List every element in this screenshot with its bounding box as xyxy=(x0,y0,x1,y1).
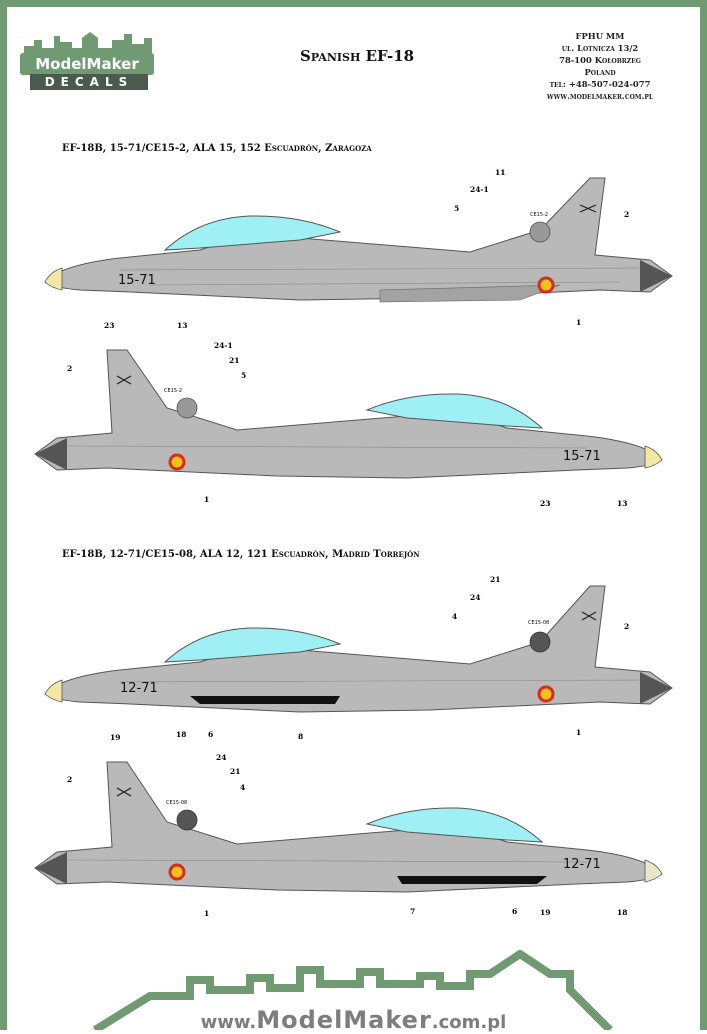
address-block: FPHU MM ul. Lotnicza 13/2 78-100 Kołobrz… xyxy=(515,30,685,102)
address-line: ul. Lotnicza 13/2 xyxy=(561,43,639,53)
callout-number: 13 xyxy=(177,321,187,330)
footer-url-suffix: .com.pl xyxy=(431,1012,507,1033)
address-line: Poland xyxy=(584,67,616,77)
callout-number: 1 xyxy=(204,495,209,504)
callout-number: 13 xyxy=(617,499,627,508)
callout-number: 24-1 xyxy=(214,341,233,350)
callout-number: 2 xyxy=(67,364,72,373)
footer-skyline-icon xyxy=(92,950,613,1030)
aircraft-profile-left: 15-71 CE15-2 11 24-1 5 2 23 13 1 xyxy=(44,168,673,330)
section-heading: EF-18B, 12-71/CE15-08, ALA 12, 121 Escua… xyxy=(62,549,420,560)
callout-number: 21 xyxy=(230,767,240,776)
callout-number: 24 xyxy=(470,593,480,602)
callout-number: 24-1 xyxy=(470,185,489,194)
callout-number: 2 xyxy=(624,622,629,631)
aircraft-code: 12-71 xyxy=(120,681,158,696)
callout-number: 21 xyxy=(490,575,500,584)
modelmaker-logo: ModelMaker DECALS xyxy=(20,28,158,90)
callout-number: 18 xyxy=(617,908,627,917)
fin-code: CE15-08 xyxy=(166,800,187,806)
callout-number: 4 xyxy=(452,612,457,621)
aircraft-code: 15-71 xyxy=(118,273,156,288)
aircraft-code: 15-71 xyxy=(563,449,601,464)
fin-code: CE15-2 xyxy=(164,388,182,394)
logo-subtitle: DECALS xyxy=(30,74,148,90)
callout-number: 4 xyxy=(240,783,245,792)
aircraft-code: 12-71 xyxy=(563,857,601,872)
callout-number: 5 xyxy=(241,371,246,380)
fin-code: CE15-2 xyxy=(530,212,548,218)
page-title: Spanish EF-18 xyxy=(300,47,415,65)
callout-number: 23 xyxy=(540,499,550,508)
callout-number: 21 xyxy=(229,356,239,365)
aircraft-profile-left: 12-71 CE15-08 21 24 4 2 19 18 6 8 1 xyxy=(44,575,673,742)
callout-number: 2 xyxy=(67,775,72,784)
callout-number: 18 xyxy=(176,730,186,739)
callout-number: 11 xyxy=(495,168,505,177)
footer-url-brand: ModelMaker xyxy=(256,1006,432,1034)
callout-number: 7 xyxy=(410,907,415,916)
address-line: FPHU MM xyxy=(575,31,625,41)
section-heading: EF-18B, 15-71/CE15-2, ALA 15, 152 Escuad… xyxy=(62,143,372,154)
callout-number: 2 xyxy=(624,210,629,219)
footer-url[interactable]: www.ModelMaker.com.pl xyxy=(0,1006,707,1034)
callout-number: 5 xyxy=(454,204,459,213)
address-line: 78-100 Kołobrzeg xyxy=(559,55,641,65)
footer-url-prefix: www. xyxy=(200,1012,257,1033)
aircraft-profile-right: 12-71 CE15-08 24 21 4 2 1 7 6 19 18 xyxy=(34,753,663,918)
callout-number: 6 xyxy=(512,907,517,916)
skyline-icon xyxy=(24,32,152,56)
aircraft-1: 15-71 CE15-2 xyxy=(44,177,673,303)
callout-number: 23 xyxy=(104,321,114,330)
callout-number: 1 xyxy=(576,728,581,737)
callout-number: 19 xyxy=(110,733,120,742)
callout-number: 6 xyxy=(208,730,213,739)
callout-number: 1 xyxy=(204,909,209,918)
callout-number: 1 xyxy=(576,318,581,327)
callout-number: 24 xyxy=(216,753,226,762)
address-line: tel: +48-507-024-077 xyxy=(549,79,651,89)
callout-number: 19 xyxy=(540,908,550,917)
fin-code: CE15-08 xyxy=(528,620,549,626)
callout-number: 8 xyxy=(298,732,303,741)
logo-wordmark: ModelMaker xyxy=(20,53,154,75)
aircraft-profile-right: 15-71 CE15-2 24-1 21 5 2 1 23 13 xyxy=(34,341,663,508)
address-line: www.modelmaker.com.pl xyxy=(546,91,654,101)
